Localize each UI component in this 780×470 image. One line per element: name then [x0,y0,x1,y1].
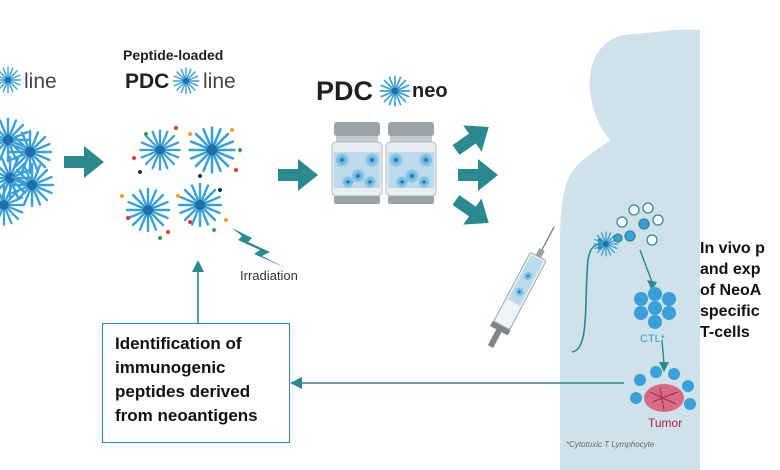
identification-box: Identification of immunogenic peptides d… [102,323,290,443]
peptide-loaded-label: Peptide-loaded [123,47,224,63]
activation-arrow [639,249,653,283]
arrow-right-2 [278,159,318,191]
human-body-silhouette [560,29,700,470]
feedback-arrowhead-up [192,260,204,272]
peptide-loaded-pdc-cluster [120,126,242,240]
tumor-label: Tumor [648,416,683,430]
pdc-line-label: line [24,70,57,93]
in-vivo-line-3: of NeoA [700,282,762,299]
in-vivo-line-5: T-cells [700,324,750,341]
identification-line-1: Identification of [115,334,242,353]
pdc-logo-icon [172,67,200,95]
identification-line-3: peptides derived [115,382,251,401]
identification-line-4: from neoantigens [115,406,258,425]
feedback-loop [197,270,624,384]
syringe [487,226,555,349]
neo-label: neo [412,80,448,102]
in-vivo-line-1: In vivo p [700,240,765,257]
in-vivo-line-4: specific [700,303,760,320]
t-cell-icons [613,202,664,246]
ctl-label: CTL* [640,333,666,345]
lightning-bolt-icon [232,228,286,268]
line-label: line [203,70,236,93]
vial-2 [386,122,436,204]
pdc-label: PDC [125,70,170,93]
arrow-right-1 [64,146,104,178]
in-vivo-line-2: and exp [700,261,761,278]
ctl-cluster [634,287,676,329]
identification-line-2: immunogenic [115,358,226,377]
injection-arrow [571,243,603,353]
in-vivo-text: In vivo p and exp of NeoA specific T-cel… [700,238,780,343]
pdc-neo-pdc-label: PDC [316,76,374,106]
pdc-logo-icon [0,66,22,94]
footnote: *Cytotoxic T Lymphocyte [566,440,655,449]
tumor [630,366,696,412]
feedback-arrowhead-left [290,377,302,389]
fan-out-arrows [446,113,498,237]
irradiation-label: Irradiation [240,268,298,283]
pdc-line-cluster [0,117,55,226]
pdc-neo-logo-icon [379,75,411,107]
vial-1 [332,122,382,204]
